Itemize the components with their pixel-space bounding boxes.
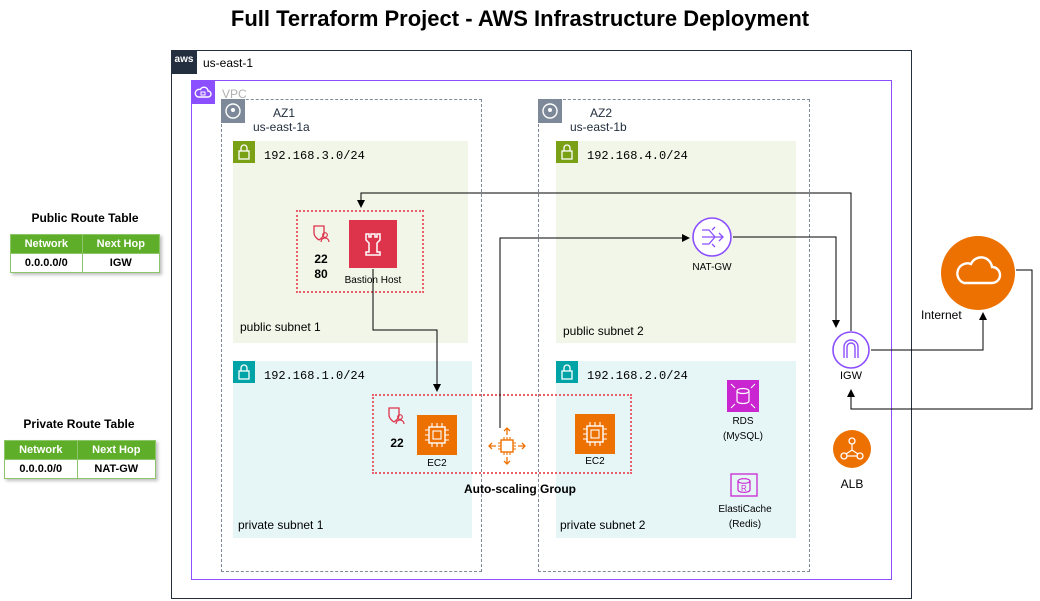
elasticache-label: ElastiCache (Redis) <box>706 502 784 532</box>
public-subnet-2-lock-icon <box>556 141 578 163</box>
connector-igw-to-internet <box>871 312 987 351</box>
az2-container <box>538 99 810 572</box>
connector-bastion-to-ec2 <box>372 269 441 392</box>
internet-label: Internet <box>921 308 962 322</box>
rds-label-engine: (MySQL) <box>723 431 763 442</box>
aws-logo-icon: aws <box>171 50 197 74</box>
az2-name: AZ2 <box>590 106 613 120</box>
ec2-port-22: 22 <box>390 436 404 450</box>
bastion-port-22: 22 <box>314 252 328 266</box>
vpc-cloud-icon <box>191 80 215 104</box>
az2-zone: us-east-1b <box>570 120 627 134</box>
private-rt-network: 0.0.0.0/0 <box>4 459 78 479</box>
private-subnet-1-label: private subnet 1 <box>238 518 324 532</box>
connector-asg-to-nat <box>499 234 690 428</box>
connector-nat-to-igw <box>733 236 840 328</box>
az1-container <box>221 99 482 572</box>
nat-gateway-label: NAT-GW <box>692 262 732 273</box>
ec2-security-group-icon <box>386 406 406 431</box>
vpc-label: VPC <box>222 87 247 101</box>
private-rt-header-network: Network <box>4 440 78 460</box>
public-route-table: Network Next Hop 0.0.0.0/0 IGW <box>10 234 161 273</box>
private-route-table: Network Next Hop 0.0.0.0/0 NAT-GW <box>4 440 157 479</box>
rds-icon <box>727 380 759 412</box>
elasticache-label-engine: (Redis) <box>728 519 762 530</box>
elasticache-label-name: ElastiCache <box>718 504 772 515</box>
alb-label: ALB <box>840 477 864 491</box>
az1-zone: us-east-1a <box>253 120 310 134</box>
bastion-security-group <box>296 210 424 293</box>
auto-scaling-icon <box>487 426 527 471</box>
private-subnet-2-label: private subnet 2 <box>560 518 646 532</box>
az2-label: AZ2 us-east-1b <box>570 106 627 134</box>
rds-label: RDS (MySQL) <box>710 414 776 444</box>
nat-gateway-icon <box>691 216 733 263</box>
private-subnet-1-cidr: 192.168.1.0/24 <box>264 369 365 383</box>
svg-text:R: R <box>741 484 747 493</box>
private-rt-header-nexthop: Next Hop <box>76 440 157 460</box>
bastion-host-icon <box>349 220 397 268</box>
bastion-security-group-icon <box>311 224 331 249</box>
alb-icon <box>833 430 871 473</box>
az1-name: AZ1 <box>273 106 296 120</box>
private-route-table-title: Private Route Table <box>23 417 135 431</box>
public-rt-nexthop: IGW <box>81 253 161 273</box>
rds-label-name: RDS <box>732 416 754 427</box>
ec2-1-label: EC2 <box>427 458 447 469</box>
ec2-1-icon <box>417 415 457 455</box>
elasticache-icon: R <box>728 469 760 506</box>
public-subnet-1-lock-icon <box>233 141 255 163</box>
diagram-title: Full Terraform Project - AWS Infrastruct… <box>230 6 810 31</box>
auto-scaling-group-label: Auto-scaling Group <box>464 482 576 496</box>
region-container <box>171 50 912 599</box>
az2-location-icon <box>538 99 562 123</box>
ec2-security-group <box>372 394 632 474</box>
az1-location-icon <box>221 99 245 123</box>
region-label: us-east-1 <box>203 56 254 70</box>
public-subnet-2-cidr: 192.168.4.0/24 <box>587 149 688 163</box>
private-subnet-1-lock-icon <box>233 361 255 383</box>
internet-cloud-icon <box>940 235 1016 316</box>
private-subnet-2-lock-icon <box>556 361 578 383</box>
public-route-table-title: Public Route Table <box>31 211 139 225</box>
connector-internet-to-igw <box>847 269 1033 410</box>
public-subnet-2 <box>556 141 796 343</box>
bastion-port-80: 80 <box>314 267 328 281</box>
internet-gateway-icon <box>831 330 871 375</box>
private-rt-nexthop: NAT-GW <box>76 459 157 479</box>
connector-igw-to-bastion <box>357 192 852 331</box>
private-subnet-2-cidr: 192.168.2.0/24 <box>587 369 688 383</box>
public-subnet-1-cidr: 192.168.3.0/24 <box>264 149 365 163</box>
internet-gateway-label: IGW <box>840 370 862 382</box>
public-subnet-1-label: public subnet 1 <box>240 320 321 334</box>
ec2-2-icon <box>575 414 615 454</box>
public-rt-network: 0.0.0.0/0 <box>10 253 83 273</box>
vpc-container <box>191 80 892 580</box>
az1-label: AZ1 us-east-1a <box>253 106 310 134</box>
public-subnet-2-label: public subnet 2 <box>563 324 644 338</box>
public-rt-header-network: Network <box>10 234 83 254</box>
ec2-2-label: EC2 <box>585 456 605 467</box>
